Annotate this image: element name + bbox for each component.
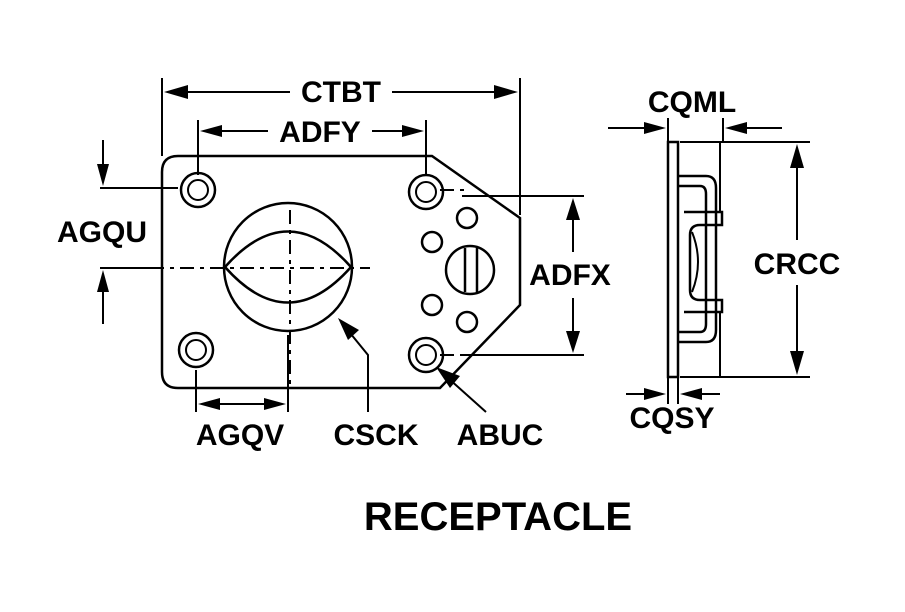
- mounting-hole-top-left: [179, 171, 217, 209]
- agqv-dimension: [195, 335, 289, 412]
- mounting-hole-bottom-left: [177, 331, 215, 369]
- adfy-label: ADFY: [279, 116, 361, 149]
- mounting-hole-bottom-right: [407, 336, 445, 374]
- cqsy-label: CQSY: [629, 402, 714, 435]
- cqml-dimension: [608, 118, 782, 142]
- contact-holes: [420, 206, 479, 334]
- agqu-label: AGQU: [57, 216, 147, 249]
- adfx-label: ADFX: [529, 259, 611, 292]
- cqsy-dimension: [626, 377, 720, 404]
- abuc-leader: [436, 367, 487, 413]
- flange-plate-outline: [160, 154, 522, 390]
- mounting-hole-top-right: [407, 173, 445, 211]
- adfy-dimension: [197, 120, 427, 175]
- crcc-dimension: [680, 141, 810, 378]
- csck-label: CSCK: [333, 419, 418, 452]
- ctbt-dimension: [161, 78, 521, 215]
- crcc-label: CRCC: [754, 248, 841, 281]
- csck-leader: [338, 318, 369, 412]
- diagram-title: RECEPTACLE: [364, 495, 632, 539]
- side-view: [666, 140, 724, 379]
- key-slot: [444, 244, 496, 296]
- cqml-label: CQML: [648, 86, 736, 119]
- ctbt-label: CTBT: [301, 76, 381, 109]
- agqu-dimension: [97, 140, 178, 324]
- agqv-label: AGQV: [196, 419, 284, 452]
- abuc-label: ABUC: [457, 419, 544, 452]
- adfx-dimension: [462, 195, 584, 356]
